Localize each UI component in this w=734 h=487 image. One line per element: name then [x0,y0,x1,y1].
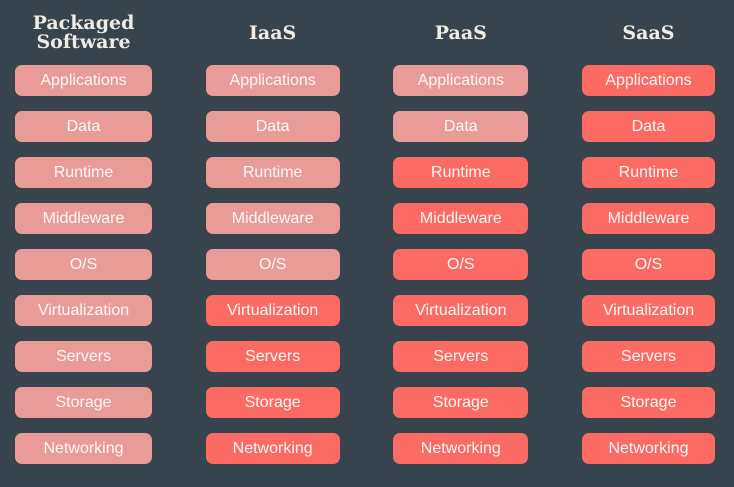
layer-cell-virtualization: Virtualization [393,295,529,326]
column-saas: SaaS Applications Data Runtime Middlewar… [581,8,715,487]
column-iaas: IaaS Applications Data Runtime Middlewar… [205,8,340,487]
layer-cell-servers: Servers [393,341,529,372]
layer-cell-networking: Networking [205,433,340,464]
layer-cell-data: Data [393,111,529,142]
layer-cell-runtime: Runtime [15,157,152,188]
layer-cell-data: Data [15,111,152,142]
layer-cell-virtualization: Virtualization [15,295,152,326]
layer-cell-storage: Storage [15,387,152,418]
layer-cell-applications: Applications [581,65,715,96]
layer-cell-virtualization: Virtualization [581,295,715,326]
layer-cell-data: Data [205,111,340,142]
layer-cell-os: O/S [15,249,152,280]
layer-cell-storage: Storage [205,387,340,418]
layer-cell-virtualization: Virtualization [205,295,340,326]
layer-cell-servers: Servers [15,341,152,372]
layer-cell-middleware: Middleware [15,203,152,234]
layer-cell-applications: Applications [393,65,529,96]
column-title-saas: SaaS [622,21,675,44]
layer-cell-applications: Applications [205,65,340,96]
column-packaged-software: Packaged Software Applications Data Runt… [15,8,152,487]
layer-cell-servers: Servers [205,341,340,372]
layer-cell-os: O/S [581,249,715,280]
layer-cell-middleware: Middleware [581,203,715,234]
layer-cell-middleware: Middleware [393,203,529,234]
layer-cell-os: O/S [393,249,529,280]
column-title-packaged-software: Packaged Software [32,12,135,53]
layer-cell-networking: Networking [393,433,529,464]
layer-cell-runtime: Runtime [393,157,529,188]
layer-cell-applications: Applications [15,65,152,96]
layer-cell-storage: Storage [581,387,715,418]
column-title-iaas: IaaS [249,21,297,44]
layer-cell-middleware: Middleware [205,203,340,234]
layer-cell-runtime: Runtime [205,157,340,188]
column-paas: PaaS Applications Data Runtime Middlewar… [393,8,529,487]
layer-cell-os: O/S [205,249,340,280]
layer-cell-servers: Servers [581,341,715,372]
column-title-paas: PaaS [434,21,487,44]
layer-cell-storage: Storage [393,387,529,418]
layer-cell-networking: Networking [15,433,152,464]
layer-cell-data: Data [581,111,715,142]
layer-cell-networking: Networking [581,433,715,464]
layer-cell-runtime: Runtime [581,157,715,188]
